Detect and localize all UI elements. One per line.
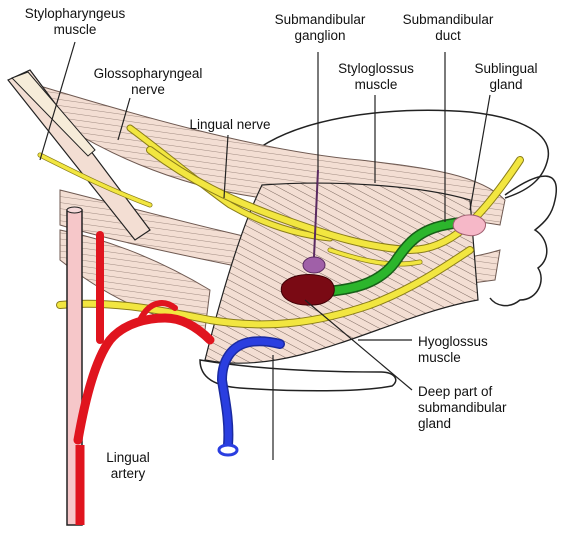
submandibular-duct-line-1: Submandibular [403, 12, 494, 28]
hyoglossus-line-1: Hyoglossus [418, 334, 488, 350]
stylopharyngeus-label: Stylopharyngeus muscle [25, 6, 126, 38]
submandibular-ganglion-line-1: Submandibular [275, 12, 366, 28]
glossopharyngeal-label: Glossopharyngeal nerve [94, 66, 203, 98]
deep-submandibular-gland [281, 275, 334, 306]
deep-part-line-2: submandibular [418, 400, 507, 416]
sublingual-gland [453, 215, 485, 236]
deep-part-line-3: gland [418, 416, 507, 432]
lingual-artery-line-1: Lingual [106, 450, 150, 466]
sublingual-gland-line-2: gland [474, 77, 537, 93]
lingual-nerve-line-1: Lingual nerve [189, 117, 270, 133]
styloglossus-line-1: Styloglossus [338, 61, 414, 77]
hyoglossus-label: Hyoglossus muscle [418, 334, 488, 366]
submandibular-ganglion-label: Submandibular ganglion [275, 12, 366, 44]
hyoglossus-line-2: muscle [418, 350, 488, 366]
submandibular-ganglion-line-2: ganglion [275, 28, 366, 44]
deep-part-label: Deep part of submandibular gland [418, 384, 507, 432]
submandibular-duct-label: Submandibular duct [403, 12, 494, 44]
glossopharyngeal-line-1: Glossopharyngeal [94, 66, 203, 82]
lingual-nerve-label: Lingual nerve [189, 117, 270, 133]
stylopharyngeus-line-2: muscle [25, 22, 126, 38]
deep-part-line-1: Deep part of [418, 384, 507, 400]
lingual-artery-label: Lingual artery [106, 450, 150, 482]
sublingual-gland-line-1: Sublingual [474, 61, 537, 77]
stylopharyngeus-line-1: Stylopharyngeus [25, 6, 126, 22]
glossopharyngeal-line-2: nerve [94, 82, 203, 98]
styloglossus-label: Styloglossus muscle [338, 61, 414, 93]
submandibular-ganglion [303, 257, 325, 273]
submandibular-duct-line-2: duct [403, 28, 494, 44]
styloglossus-line-2: muscle [338, 77, 414, 93]
sublingual-gland-label: Sublingual gland [474, 61, 537, 93]
lingual-artery-line-2: artery [106, 466, 150, 482]
